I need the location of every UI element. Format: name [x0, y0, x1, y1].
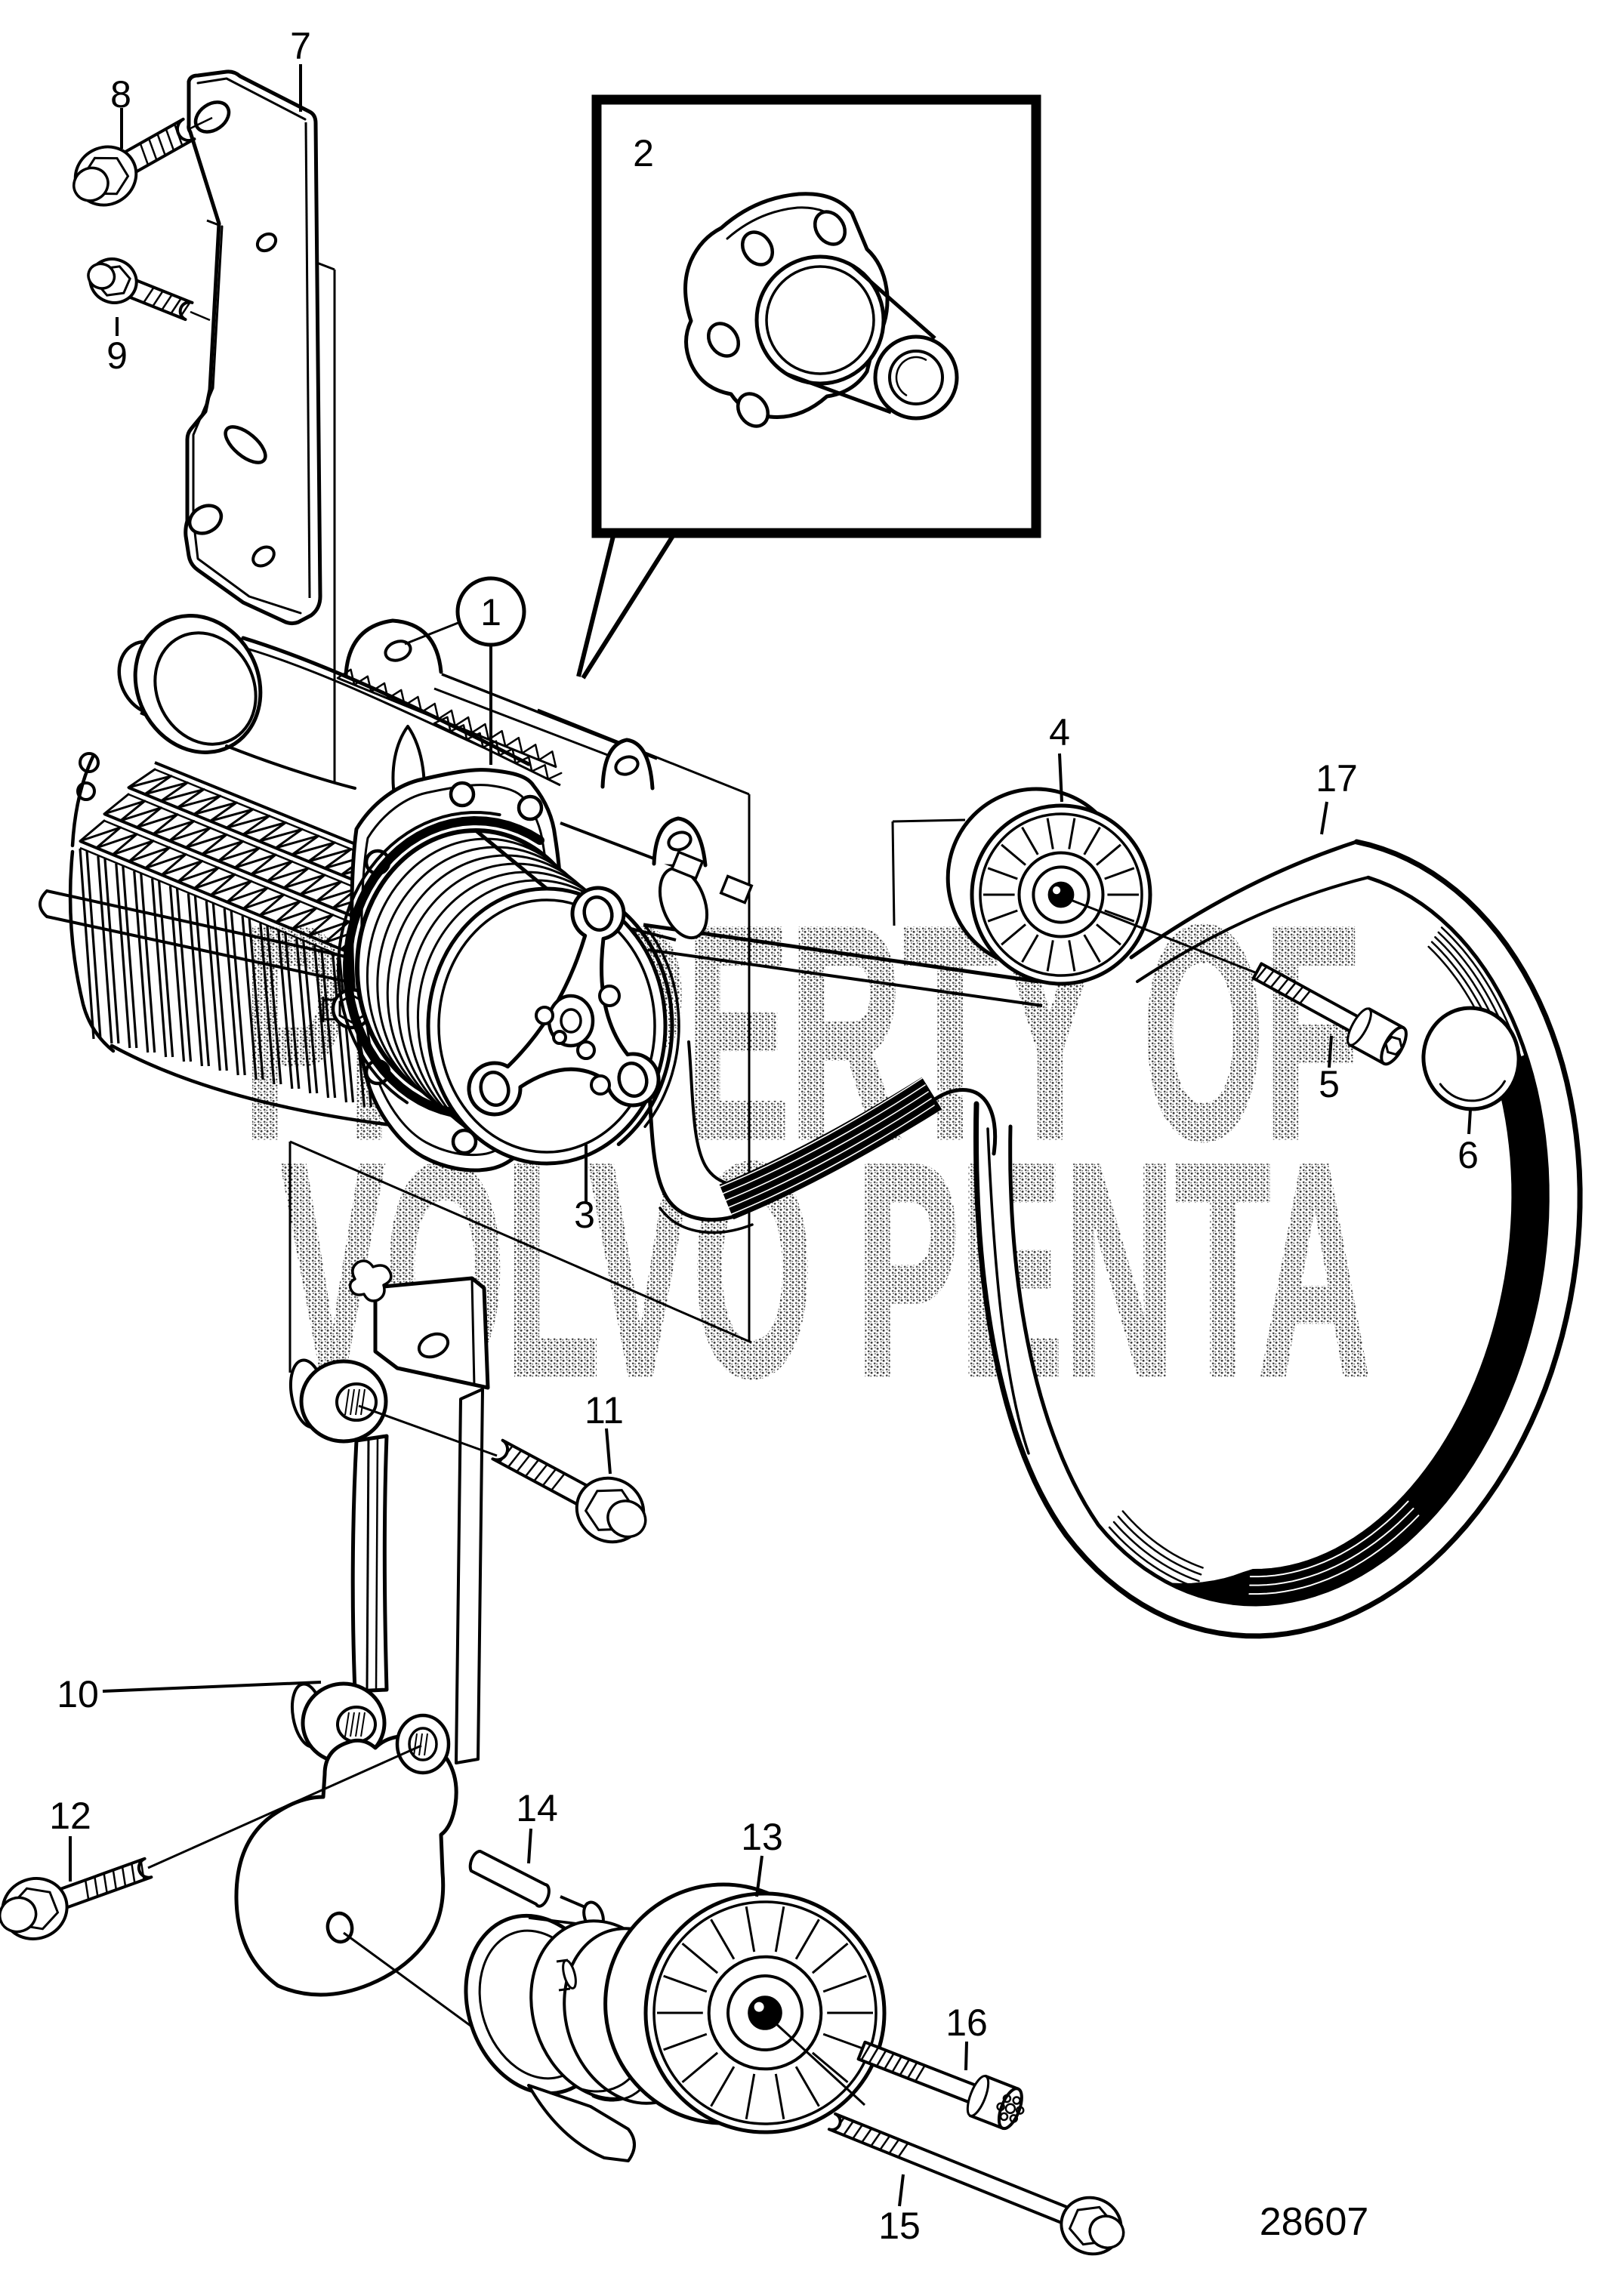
svg-text:28607: 28607 — [1260, 2200, 1369, 2244]
svg-text:9: 9 — [106, 334, 128, 377]
svg-text:6: 6 — [1458, 1134, 1479, 1176]
svg-text:4: 4 — [1049, 711, 1070, 754]
svg-text:17: 17 — [1316, 757, 1358, 800]
svg-text:15: 15 — [878, 2205, 921, 2247]
svg-text:10: 10 — [57, 1673, 99, 1715]
svg-text:11: 11 — [585, 1389, 624, 1432]
svg-text:3: 3 — [574, 1194, 595, 1236]
svg-text:5: 5 — [1319, 1063, 1340, 1105]
svg-text:12: 12 — [49, 1795, 91, 1837]
svg-text:7: 7 — [290, 25, 311, 67]
svg-text:16: 16 — [945, 2002, 988, 2044]
svg-text:1: 1 — [480, 591, 501, 633]
svg-text:2: 2 — [633, 132, 654, 174]
svg-text:14: 14 — [516, 1787, 558, 1829]
svg-text:13: 13 — [741, 1816, 783, 1858]
